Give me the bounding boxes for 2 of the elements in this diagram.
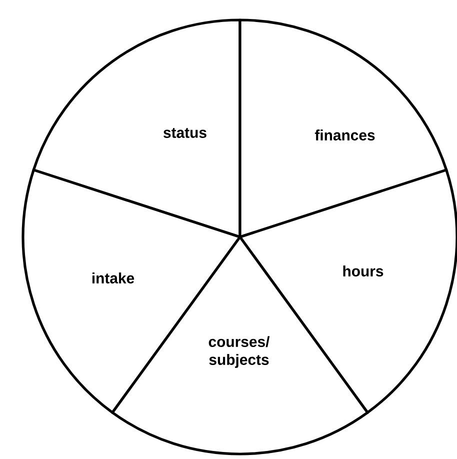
- pie-sector: status: [32, 18, 242, 238]
- pie-sector: finances: [238, 18, 448, 238]
